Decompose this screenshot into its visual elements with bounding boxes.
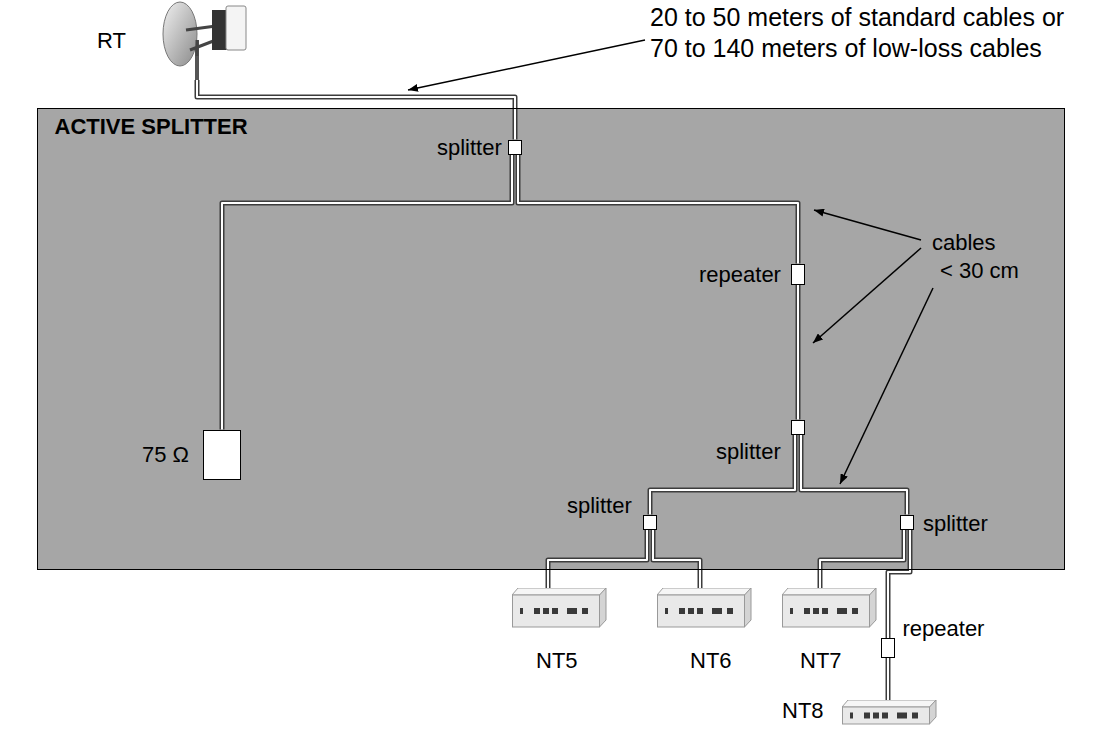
front-panel-port xyxy=(697,608,703,614)
cable-core xyxy=(650,435,795,515)
cable-core xyxy=(653,530,700,589)
callout-note: < 30 cm xyxy=(940,258,1019,284)
front-panel-port xyxy=(679,608,685,614)
terminal-top xyxy=(842,700,936,707)
coax-cable xyxy=(518,155,798,264)
network-terminal: NT5 xyxy=(512,588,607,628)
component-label: repeater xyxy=(699,262,781,288)
terminal-side xyxy=(600,588,607,627)
component-box: repeater xyxy=(881,638,895,658)
front-panel-port xyxy=(712,608,722,614)
splitter-housing-ground xyxy=(37,108,1065,570)
front-panel-port xyxy=(804,608,810,614)
component-label: NT8 xyxy=(782,698,824,724)
front-panel-port xyxy=(852,608,858,614)
network-terminal: NT8 xyxy=(842,700,937,725)
component-label: splitter xyxy=(567,493,632,519)
cable-core xyxy=(548,530,647,589)
network-terminal: NT7 xyxy=(782,588,877,628)
front-panel-port xyxy=(665,608,668,614)
coax-cable xyxy=(548,530,647,589)
terminal-front xyxy=(783,595,870,627)
front-panel-port xyxy=(582,608,588,614)
leader-line xyxy=(840,288,933,484)
cable-core xyxy=(801,435,907,515)
component-label: ACTIVE SPLITTER xyxy=(55,114,248,140)
component-box: splitter xyxy=(643,515,657,530)
component-box: 75 Ω xyxy=(203,430,241,480)
terminal-top xyxy=(782,588,876,595)
front-panel-port xyxy=(790,608,793,614)
radio-terminal: RT xyxy=(150,0,250,80)
front-panel-port xyxy=(520,608,523,614)
component-box: splitter xyxy=(791,420,805,435)
coax-cable xyxy=(796,285,801,420)
terminal-side xyxy=(745,588,752,627)
coax-cable xyxy=(820,530,904,589)
terminal-illustration xyxy=(782,588,877,628)
terminal-side xyxy=(930,700,937,724)
component-box: splitter xyxy=(900,515,914,530)
radio-unit xyxy=(226,6,246,50)
front-panel-port xyxy=(534,608,540,614)
dish-reflector xyxy=(163,2,197,66)
leader-line xyxy=(814,210,921,240)
cable-core xyxy=(797,285,799,420)
cable-core xyxy=(518,155,798,264)
network-terminal: NT6 xyxy=(657,588,752,628)
leader-line xyxy=(408,40,645,90)
dish-arm xyxy=(186,26,216,56)
component-label: 75 Ω xyxy=(142,442,189,468)
terminal-front xyxy=(843,707,930,724)
terminal-top xyxy=(512,588,606,595)
coax-cable xyxy=(222,155,512,430)
coax-cable xyxy=(653,530,700,589)
component-box: splitter xyxy=(508,140,522,155)
coax-cable xyxy=(886,658,891,700)
component-label: splitter xyxy=(437,135,502,161)
component-box: repeater xyxy=(791,264,805,285)
front-panel-port xyxy=(543,608,549,614)
coax-cable xyxy=(650,435,795,515)
front-panel-port xyxy=(850,713,853,719)
terminal-front xyxy=(658,595,745,627)
front-panel-port xyxy=(688,608,694,614)
component-label: RT xyxy=(97,28,126,54)
component-label: NT5 xyxy=(536,648,578,674)
front-panel-port xyxy=(837,608,847,614)
front-panel-port xyxy=(873,713,879,719)
dish-illustration xyxy=(150,0,250,80)
front-panel-port xyxy=(813,608,819,614)
terminal-side xyxy=(870,588,877,627)
front-panel-port xyxy=(882,713,888,719)
component-label: splitter xyxy=(716,439,781,465)
component-label: NT7 xyxy=(800,648,842,674)
front-panel-port xyxy=(897,713,907,719)
terminal-illustration xyxy=(657,588,752,628)
front-panel-port xyxy=(727,608,733,614)
cable-core xyxy=(887,658,889,700)
front-panel-port xyxy=(864,713,870,719)
cable-core xyxy=(820,530,904,589)
terminal-illustration xyxy=(842,700,937,725)
component-label: splitter xyxy=(923,511,988,537)
cable-core xyxy=(222,155,512,430)
front-panel-port xyxy=(912,713,918,719)
terminal-front xyxy=(513,595,600,627)
component-label: NT6 xyxy=(690,648,732,674)
coax-cable xyxy=(801,435,907,515)
terminal-illustration xyxy=(512,588,607,628)
front-panel-port xyxy=(552,608,558,614)
splitter-housing: ACTIVE SPLITTER splitter repeater 75 Ω split… xyxy=(37,108,1065,570)
front-panel-port xyxy=(822,608,828,614)
leader-line xyxy=(813,248,921,343)
callout-note: cables xyxy=(932,230,996,256)
callout-note: 20 to 50 meters of standard cables or 70… xyxy=(650,2,1080,64)
front-panel-port xyxy=(567,608,577,614)
terminal-top xyxy=(657,588,751,595)
component-label: repeater xyxy=(903,616,985,642)
